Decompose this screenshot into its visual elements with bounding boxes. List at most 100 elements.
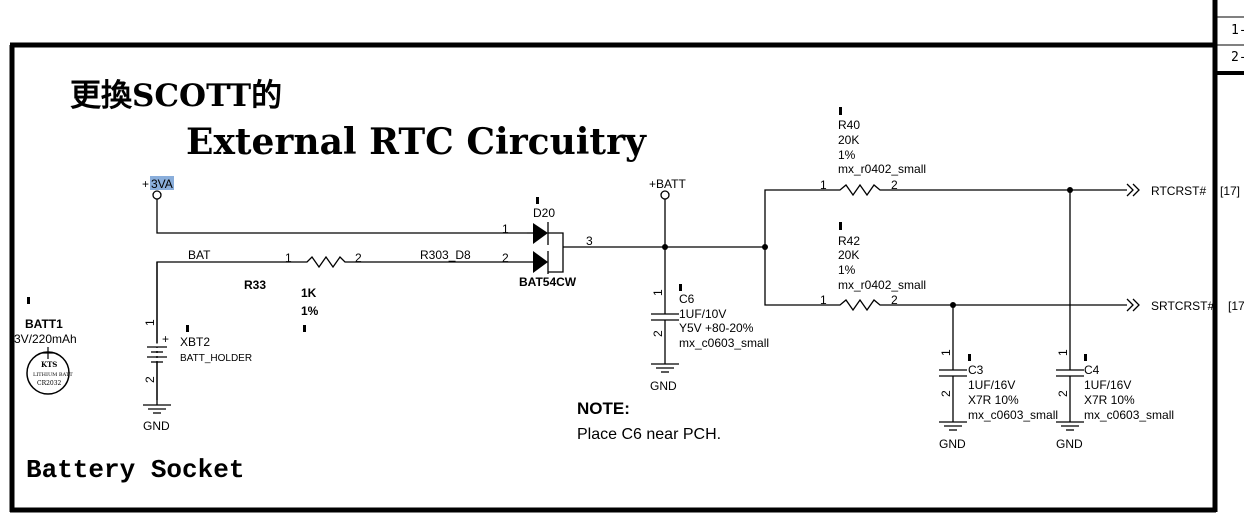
r40-value: 20K — [838, 133, 859, 147]
gnd-label: GND — [650, 379, 677, 393]
r40-pin2: 2 — [891, 178, 898, 192]
r33-pin2: 2 — [355, 251, 362, 265]
d20-pin2: 2 — [502, 251, 509, 265]
ref-marker — [1084, 354, 1087, 361]
battery-plus-sign: + — [162, 332, 169, 346]
r42-tolerance: 1% — [838, 263, 856, 277]
r33-value: 1K — [301, 286, 317, 300]
net-label-vbatt: +BATT — [649, 177, 686, 191]
net-label-bat: BAT — [188, 248, 211, 262]
c6-dielectric: Y5V +80-20% — [679, 321, 754, 335]
section-label: Battery Socket — [26, 455, 244, 485]
d20-pin1: 1 — [502, 222, 509, 236]
r40-ref: R40 — [838, 118, 860, 132]
r42-pin1: 1 — [820, 293, 827, 307]
net-label-3va: 3VA — [151, 177, 173, 191]
r42-footprint: mx_r0402_small — [838, 278, 926, 292]
sheet-title-cn: 更換SCOTT的 — [70, 78, 282, 114]
gap — [155, 358, 159, 361]
note-body: Place C6 near PCH. — [577, 426, 721, 443]
wire-bat — [156, 261, 302, 400]
ref-marker — [839, 107, 842, 115]
d20-pin3: 3 — [586, 234, 593, 248]
srtcrst-page-ref: [17 — [1228, 299, 1244, 313]
power-port-vbatt[interactable]: +BATT — [649, 177, 686, 200]
battery-holder-xbt2[interactable]: 1 2 + XBT2 BATT_HOLDER — [143, 262, 252, 383]
ref-marker — [679, 284, 682, 291]
gnd-label: GND — [939, 437, 966, 451]
c3-value: 1UF/16V — [968, 378, 1015, 392]
c4-value: 1UF/16V — [1084, 378, 1131, 392]
diode-arrow-icon — [533, 223, 548, 244]
c4-pin2: 2 — [1056, 390, 1070, 397]
power-port-circle-icon — [152, 190, 162, 200]
xbt2-value: BATT_HOLDER — [180, 353, 252, 364]
ref-marker — [303, 325, 306, 332]
batt1-model: CR2032 — [37, 380, 62, 387]
offpage-connector-srtcrst[interactable]: SRTCRST# [17 — [1126, 298, 1244, 313]
r33-pin1: 1 — [285, 251, 292, 265]
c3-dielectric: X7R 10% — [968, 393, 1019, 407]
offpage-arrow-icon — [1126, 183, 1134, 197]
diode-common-cathode — [548, 232, 564, 273]
capacitor-c6[interactable]: 1 2 C6 1UF/10V Y5V +80-20% mx_c0603_smal… — [651, 284, 769, 364]
power-port-circle-icon — [660, 190, 670, 200]
battery-batt1[interactable]: BATT1 3V/220mAh KTS LITHIUM BATT CR2032 — [14, 297, 77, 395]
d20-ref: D20 — [533, 206, 555, 220]
ref-marker — [839, 222, 842, 230]
ref-marker — [968, 354, 971, 361]
c6-pin2: 2 — [651, 330, 665, 337]
revision-row-1: 1- — [1231, 23, 1244, 38]
resistor-zigzag-icon — [835, 298, 885, 312]
gnd-symbol-c4: GND — [1056, 421, 1084, 451]
r33-ref: R33 — [244, 278, 266, 292]
c3-footprint: mx_c0603_small — [968, 408, 1058, 422]
c4-ref: C4 — [1084, 363, 1100, 377]
r42-pin2: 2 — [891, 293, 898, 307]
offpage-connector-rtcrst[interactable]: RTCRST# [17] — [1126, 183, 1240, 198]
resistor-r40[interactable]: R40 20K 1% mx_r0402_small 1 2 — [820, 107, 926, 197]
rtcrst-page-ref: [17] — [1220, 184, 1240, 198]
wire-3va — [156, 199, 527, 234]
offpage-arrow-icon — [1126, 298, 1134, 312]
net-label-rtcrst: RTCRST# — [1151, 184, 1206, 198]
diode-arrow-icon — [533, 251, 548, 273]
net-label-srtcrst: SRTCRST# — [1151, 299, 1214, 313]
ref-marker — [27, 297, 30, 304]
gnd-label: GND — [1056, 437, 1083, 451]
batt1-mark: KTS — [41, 360, 57, 369]
resistor-r42[interactable]: R42 20K 1% mx_r0402_small 1 2 — [820, 222, 926, 312]
gnd-symbol-c6: GND — [650, 363, 679, 393]
c6-ref: C6 — [679, 292, 695, 306]
batt1-value: 3V/220mAh — [14, 332, 77, 346]
resistor-r33[interactable]: 1 2 R33 1K 1% — [244, 251, 362, 332]
ref-marker — [186, 325, 189, 332]
c3-pin2: 2 — [939, 390, 953, 397]
sheet-title: External RTC Circuitry — [186, 121, 647, 163]
power-port-3va[interactable]: + 3VA — [142, 176, 174, 200]
net-selection-highlight — [150, 176, 174, 190]
diode-d20[interactable]: D20 1 2 3 BAT54CW — [502, 197, 665, 289]
xbt2-ref: XBT2 — [180, 335, 210, 349]
capacitor-c4[interactable]: 1 2 C4 1UF/16V X7R 10% mx_c0603_small — [1056, 190, 1174, 422]
capacitor-c3[interactable]: 1 2 C3 1UF/16V X7R 10% mx_c0603_small — [939, 305, 1058, 422]
gnd-label: GND — [143, 419, 170, 433]
r42-value: 20K — [838, 248, 859, 262]
c4-pin1: 1 — [1056, 349, 1070, 356]
d20-value: BAT54CW — [519, 275, 577, 289]
offpage-arrow-icon — [1132, 183, 1140, 197]
batt1-type: LITHIUM BATT — [33, 372, 73, 378]
c4-dielectric: X7R 10% — [1084, 393, 1135, 407]
offpage-arrow-icon — [1132, 298, 1140, 312]
wire-rc-branch — [764, 189, 835, 306]
ref-marker — [536, 197, 539, 204]
r40-tolerance: 1% — [838, 148, 856, 162]
c6-value: 1UF/10V — [679, 307, 726, 321]
c3-pin1: 1 — [939, 349, 953, 356]
c6-pin1: 1 — [651, 289, 665, 296]
gnd-symbol-xbt2: GND — [143, 362, 171, 433]
xbt2-pin2: 2 — [143, 376, 157, 383]
c4-footprint: mx_c0603_small — [1084, 408, 1174, 422]
gnd-symbol-c3: GND — [939, 421, 967, 451]
